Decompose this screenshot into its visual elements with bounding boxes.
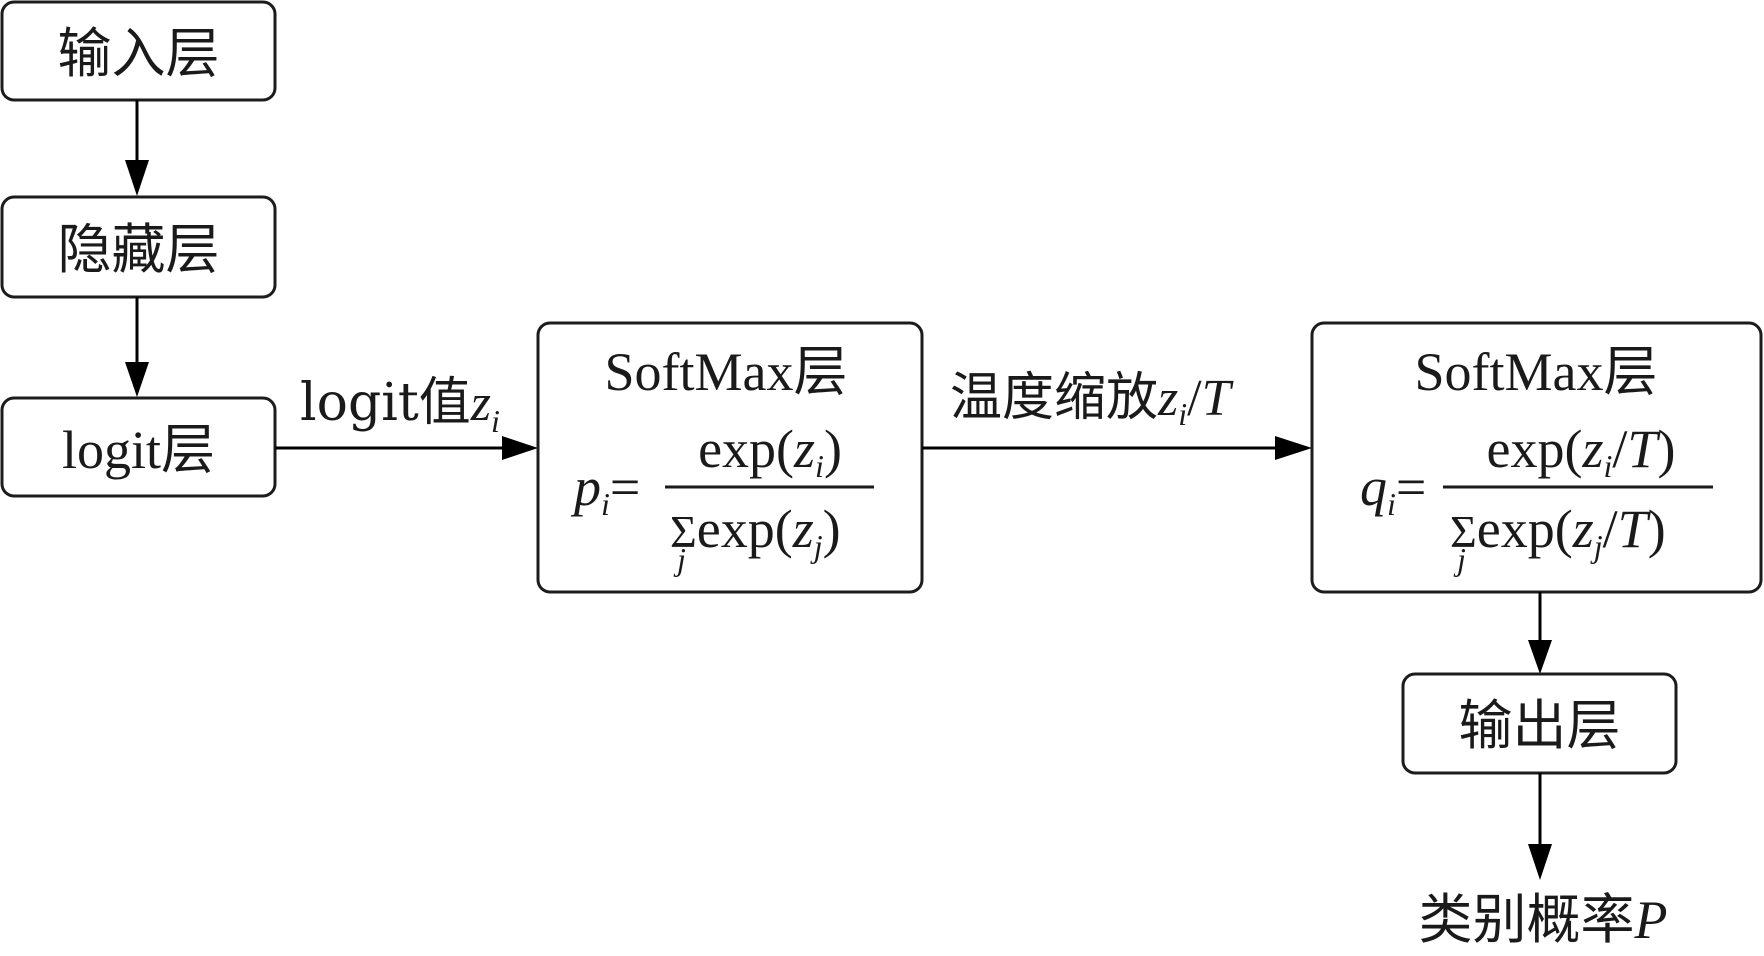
arrowhead-right-icon	[1275, 436, 1312, 460]
softmax2-title-text: SoftMax层	[1415, 342, 1658, 402]
class-prob-var: P	[1634, 890, 1668, 950]
den-suffix: )	[823, 499, 841, 559]
arrowhead-down-icon	[1528, 844, 1552, 880]
num-prefix: exp(	[698, 419, 794, 479]
softmax1-sum-index: j	[673, 541, 686, 577]
softmax1-title-text: SoftMax层	[605, 342, 848, 402]
num-prefix: exp(	[1487, 419, 1583, 479]
logit-layer-label: logit层	[62, 420, 215, 480]
num-sub: i	[815, 448, 824, 484]
num-slash: /	[1612, 419, 1627, 479]
den-var: z	[1572, 499, 1594, 559]
class-prob-text: 类别概率	[1419, 888, 1635, 951]
hidden-layer-node: 隐藏层	[0, 195, 277, 299]
equals-sign: =	[1396, 457, 1426, 517]
sum-sign: Σ	[670, 506, 697, 557]
softmax1-box	[536, 321, 924, 594]
arrow-input-to-hidden	[125, 100, 149, 196]
num-suffix: )	[824, 419, 842, 479]
logit-value-edge-label: logit值zi	[300, 373, 500, 439]
softmax1-numerator: exp(zi)	[698, 419, 842, 484]
den-sub: j	[1590, 528, 1603, 564]
arrow-logit-to-softmax1: logit值zi	[275, 373, 538, 460]
arrowhead-down-icon	[125, 160, 149, 196]
num-temp: T	[1627, 419, 1661, 479]
softmax1-title: SoftMax层	[605, 342, 848, 402]
softmax2-box	[1310, 321, 1763, 594]
equals-sign: =	[610, 457, 640, 517]
edge-label-text: logit值	[300, 373, 471, 433]
softmax2-lhs: qi=	[1360, 457, 1426, 522]
lhs-var: q	[1360, 457, 1387, 517]
den-var: z	[792, 499, 814, 559]
den-prefix: exp(	[1477, 499, 1573, 559]
lhs-sub: i	[601, 486, 610, 522]
arrow-output-to-probability	[1528, 773, 1552, 880]
input-layer-node: 输入层	[0, 0, 277, 102]
arrowhead-down-icon	[1528, 640, 1552, 674]
den-prefix: exp(	[697, 499, 793, 559]
edge-label-slash: /	[1187, 370, 1202, 427]
den-slash: /	[1603, 499, 1618, 559]
num-var: z	[1582, 419, 1604, 479]
lhs-sub: i	[1387, 486, 1396, 522]
softmax2-title: SoftMax层	[1415, 342, 1658, 402]
arrowhead-down-icon	[125, 362, 149, 397]
lhs-var: p	[570, 457, 601, 517]
softmax-layer-node-2: SoftMax层 qi= exp(zi/T) Σexp(zj/T) j	[1310, 321, 1763, 594]
output-layer-label: 输出层	[1459, 694, 1621, 757]
den-temp: T	[1618, 499, 1652, 559]
arrow-hidden-to-logit	[125, 297, 149, 397]
softmax1-lhs: pi=	[570, 457, 640, 522]
edge-label-sub: i	[491, 403, 500, 439]
input-layer-label: 输入层	[58, 22, 220, 85]
class-probability-label: 类别概率P	[1419, 888, 1668, 951]
temperature-scaling-edge-label: 温度缩放zi/T	[950, 368, 1234, 432]
softmax1-denominator: Σexp(zj)	[670, 499, 841, 564]
edge-label-var: z	[1157, 370, 1178, 427]
output-layer-node: 输出层	[1401, 672, 1678, 775]
softmax2-sum-index: j	[1453, 541, 1466, 577]
logit-layer-node: logit层	[0, 396, 277, 498]
num-sub: i	[1604, 448, 1613, 484]
edge-label-var: z	[470, 375, 491, 432]
den-sub: j	[810, 528, 823, 564]
logit-layer-text: logit层	[62, 420, 215, 480]
softmax-layer-node-1: SoftMax层 pi= exp(zi) Σexp(zj) j	[536, 321, 924, 594]
softmax2-denominator: Σexp(zj/T)	[1450, 499, 1666, 564]
sum-sign: Σ	[1450, 506, 1477, 557]
num-suffix: )	[1657, 419, 1675, 479]
arrow-softmax1-to-softmax2: 温度缩放zi/T	[922, 368, 1312, 460]
den-suffix: )	[1648, 499, 1666, 559]
edge-label-text: 温度缩放	[950, 368, 1158, 428]
num-var: z	[793, 419, 815, 479]
arrowhead-right-icon	[502, 436, 538, 460]
softmax2-numerator: exp(zi/T)	[1487, 419, 1676, 484]
hidden-layer-label: 隐藏层	[58, 218, 220, 281]
edge-label-temp: T	[1202, 370, 1234, 427]
edge-label-sub: i	[1178, 396, 1187, 432]
arrow-softmax2-to-output	[1528, 592, 1552, 674]
